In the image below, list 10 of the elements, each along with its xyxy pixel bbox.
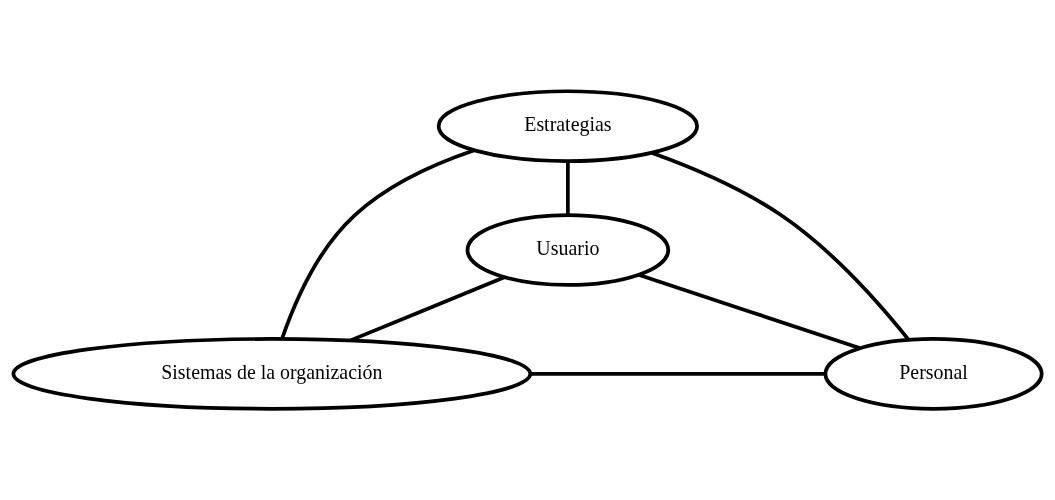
node-ellipse: Estrategias	[436, 89, 699, 163]
connector	[350, 275, 506, 342]
connector	[566, 161, 570, 215]
connector	[280, 148, 475, 339]
connector	[651, 151, 910, 341]
node-ellipse: Personal	[823, 337, 1044, 411]
connector	[530, 372, 826, 376]
node-ellipse: Usuario	[465, 213, 671, 287]
connector	[638, 273, 861, 350]
node-ellipse: Sistemas de la organización	[11, 337, 533, 411]
